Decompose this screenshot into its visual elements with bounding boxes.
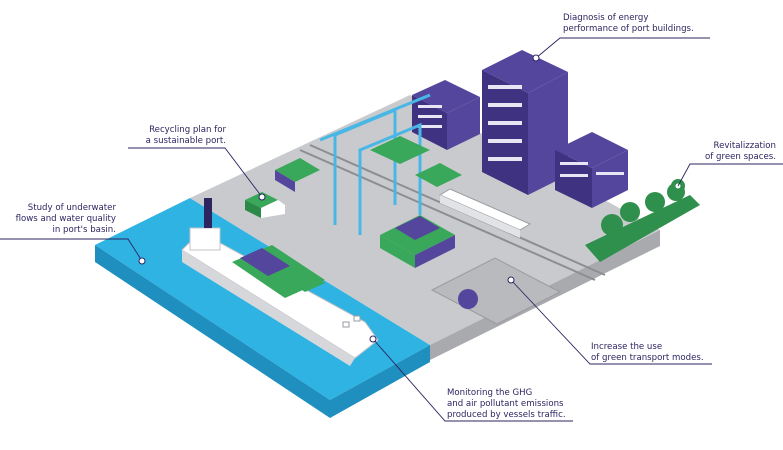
callout-green-transport: Increase the use of green transport mode… [591,342,704,363]
water-basin-side [95,245,330,418]
callout-line-energy [535,37,710,59]
train [438,188,532,238]
callout-dot-energy [532,54,540,62]
callout-dot-water [138,257,146,265]
green-transport-icon [458,289,478,309]
green-space [585,195,700,262]
callout-line-green [677,163,783,187]
container-stack-rear [275,136,462,192]
callout-water-study: Study of underwater flows and water qual… [15,203,116,235]
callout-dot-recycling [258,193,266,201]
callout-ghg-monitoring: Monitoring the GHG and air pollutant emi… [447,388,566,420]
callout-line-recycling [128,147,263,198]
callout-dots [138,54,540,343]
callout-line-ghg [372,338,573,422]
callout-line-water [0,238,143,262]
callout-recycling-plan: Recycling plan for a sustainable port. [145,125,226,146]
building-right [555,132,628,208]
tree [601,214,623,236]
callout-line-transport [510,279,712,365]
callout-green-spaces: Revitalizzation of green spaces. [705,141,776,162]
callout-dot-transport [507,276,515,284]
callout-lines [0,37,783,422]
cargo-ship [181,198,379,366]
rail-track [299,149,596,281]
container-stack-quay [380,215,455,268]
tree [645,192,665,212]
callout-dot-ghg [369,335,377,343]
charging-pad [430,257,562,325]
water-basin-front [330,345,430,418]
callout-energy-diagnosis: Diagnosis of energy performance of port … [563,13,694,34]
tree [620,202,640,222]
